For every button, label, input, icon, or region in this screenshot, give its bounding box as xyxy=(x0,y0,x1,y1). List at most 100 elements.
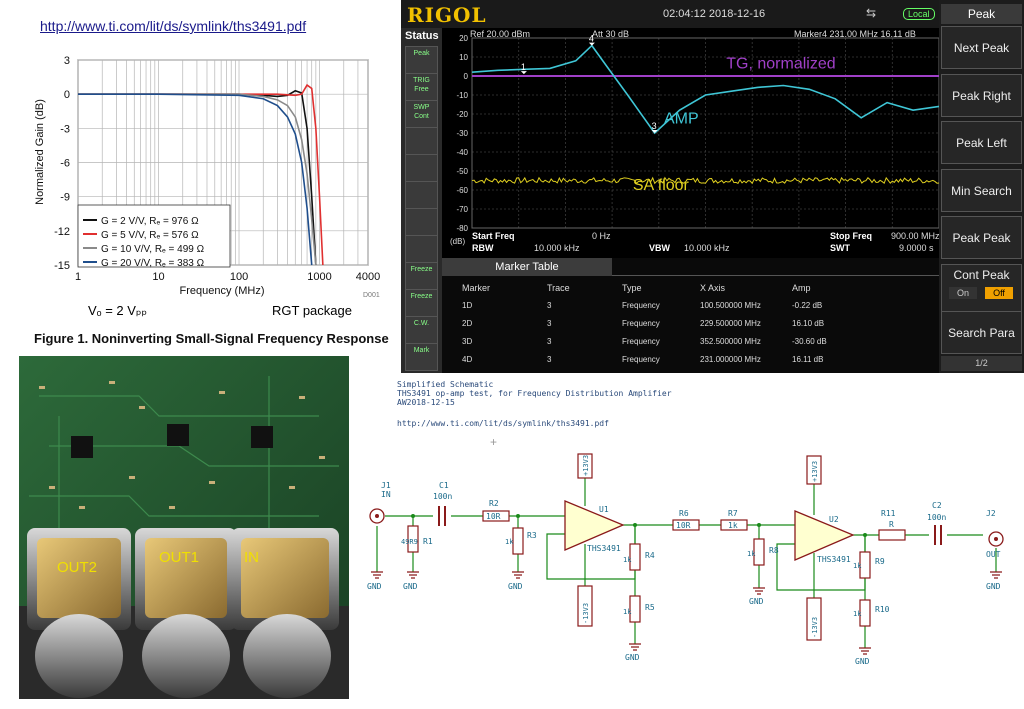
menu-next-peak-button[interactable]: Next Peak xyxy=(941,26,1022,69)
menu-peak-peak-button[interactable]: Peak Peak xyxy=(941,216,1022,259)
analyzer-topbar xyxy=(401,0,1024,29)
u2-neg-rail: -13V3 xyxy=(811,617,819,638)
u2-ref: U2 xyxy=(829,515,839,524)
sa-y-tick: -80 xyxy=(456,224,468,233)
marker-table-cell: 3 xyxy=(547,319,552,328)
chart-legend xyxy=(77,204,231,268)
marker-table-cell: 3 xyxy=(547,355,552,364)
left-softkey[interactable] xyxy=(405,208,438,236)
menu-min-search-button[interactable]: Min Search xyxy=(941,168,1022,212)
rbw-value: 10.000 kHz xyxy=(534,243,580,253)
amp-annotation: AMP xyxy=(664,111,699,128)
left-softkey[interactable] xyxy=(405,235,438,263)
marker-table-cell: 100.500000 MHz xyxy=(700,301,761,310)
r10-resistor xyxy=(859,599,871,627)
gnd-symbol-r5 xyxy=(629,643,641,651)
menu-peak-right-button[interactable]: Peak Right xyxy=(941,73,1022,117)
gnd-symbol-j1 xyxy=(371,571,383,579)
chart-xlabel: Frequency (MHz) xyxy=(180,285,265,297)
schematic-author: AW2018-12-15 xyxy=(397,398,455,407)
package-label: RGT package xyxy=(272,303,352,318)
chart-y-tick: -9 xyxy=(60,192,70,204)
unit-label: (dB) xyxy=(450,237,465,246)
local-badge: Local xyxy=(903,8,935,20)
gnd-label-j1: GND xyxy=(367,582,382,591)
schematic-title: Simplified Schematic xyxy=(397,380,494,389)
r11-ref: R11 xyxy=(881,509,896,518)
left-softkey[interactable]: C.W. xyxy=(405,316,438,344)
r6-ref: R6 xyxy=(679,509,689,518)
attenuation: Att 30 dB xyxy=(592,29,629,39)
r7-value: 1k xyxy=(728,521,738,530)
chart-x-tick: 1000 xyxy=(307,271,331,283)
pcb-ic-3 xyxy=(251,426,273,448)
photo-label-in: IN xyxy=(244,549,259,566)
schematic-url[interactable]: http://www.ti.com/lit/ds/symlink/ths3491… xyxy=(397,419,609,428)
status-label: Status xyxy=(405,30,439,42)
u1-opamp-symbol xyxy=(564,500,625,551)
left-softkey[interactable]: Freeze xyxy=(405,262,438,290)
menu-peak-left-button[interactable]: Peak Left xyxy=(941,121,1022,164)
j1-ref: J1 xyxy=(381,481,391,490)
r8-value: 1k xyxy=(747,550,756,558)
swt-value: 9.0000 s xyxy=(899,243,934,253)
j1-value: IN xyxy=(381,490,391,499)
marker-table-cell: 2D xyxy=(462,319,473,328)
gnd-label-j2: GND xyxy=(986,582,1001,591)
cont-peak-on[interactable]: On xyxy=(949,287,977,299)
amp-trace xyxy=(471,44,939,135)
cont-peak-off[interactable]: Off xyxy=(985,287,1013,299)
menu-search-para-button[interactable]: Search Para xyxy=(941,311,1022,354)
r3-ref: R3 xyxy=(527,531,537,540)
left-softkey[interactable]: TRIG Free xyxy=(405,73,438,101)
chart-y-tick: -15 xyxy=(54,260,70,272)
r3-resistor xyxy=(512,527,524,555)
marker-table-cell: 16.10 dB xyxy=(792,319,825,328)
left-softkey[interactable] xyxy=(405,127,438,155)
r9-ref: R9 xyxy=(875,557,885,566)
u1-pos-rail: +13V3 xyxy=(582,455,590,476)
r11-resistor xyxy=(878,529,906,541)
gnd-symbol-r8 xyxy=(753,587,765,595)
r8-resistor xyxy=(753,538,765,566)
chart-y-tick: 0 xyxy=(64,89,70,101)
sa-y-tick: -30 xyxy=(456,129,468,138)
c2-ref: C2 xyxy=(932,501,942,510)
usb-icon: ⇆ xyxy=(866,6,877,20)
left-softkey[interactable]: Freeze xyxy=(405,289,438,317)
sa-plot-border xyxy=(471,37,939,229)
legend-entry: G = 2 V/V, Rₑ = 976 Ω xyxy=(101,216,199,227)
datasheet-url[interactable]: http://www.ti.com/lit/ds/symlink/ths3491… xyxy=(40,18,307,34)
menu-page-indicator[interactable]: 1/2 xyxy=(941,356,1022,371)
schematic-panel: Simplified Schematic THS3491 op-amp test… xyxy=(355,376,1024,709)
marker-table-cell: Frequency xyxy=(622,319,660,328)
spectrum-analyzer-screen: RIGOL 02:04:12 2018-12-16 ⇆ Local Status… xyxy=(401,0,1024,373)
left-softkey[interactable] xyxy=(405,181,438,209)
marker-diamond xyxy=(520,71,527,75)
stop-freq-value: 900.00 MHz xyxy=(891,231,939,241)
left-softkey[interactable]: Peak xyxy=(405,46,438,74)
marker-table-divider xyxy=(612,275,939,276)
marker-table-tab[interactable]: Marker Table xyxy=(442,258,612,276)
j2-ref: J2 xyxy=(986,509,996,518)
vbw-value: 10.000 kHz xyxy=(684,243,730,253)
marker-table-cell: -0.22 dB xyxy=(792,301,823,310)
chart-y-tick: 3 xyxy=(64,55,70,67)
left-softkey[interactable]: Mark xyxy=(405,343,438,371)
left-softkey[interactable]: SWP Cont xyxy=(405,100,438,128)
m13v3-u2-port xyxy=(806,597,822,641)
gnd-label-r10: GND xyxy=(855,657,870,666)
marker-table-cell: 3 xyxy=(547,337,552,346)
gnd-label-r5: GND xyxy=(625,653,640,662)
r9-value: 1k xyxy=(853,562,862,570)
r11-value: R xyxy=(889,520,894,529)
r2-value: 10R xyxy=(486,512,501,521)
schematic-drawing: J1 IN C1 100n R2 10R R1 49R9 R3 1k U1 TH… xyxy=(367,435,1004,666)
r8-ref: R8 xyxy=(769,546,779,555)
left-softkey[interactable] xyxy=(405,154,438,182)
r10-ref: R10 xyxy=(875,605,890,614)
gnd-symbol-r1 xyxy=(407,571,419,579)
